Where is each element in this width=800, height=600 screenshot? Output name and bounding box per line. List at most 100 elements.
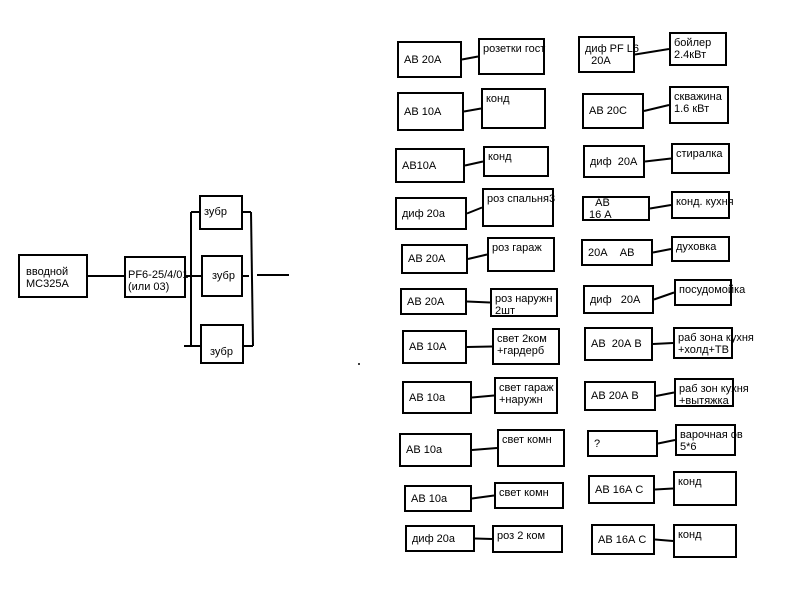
load-circuit: стиралка: [671, 143, 730, 174]
load-circuit-label: свет 2ком +гардерб: [497, 333, 547, 357]
rcd-label: PF6-25/4/01 (или 03): [128, 269, 189, 293]
circuit-breaker: АВ 20С: [582, 93, 644, 129]
load-circuit: свет 2ком +гардерб: [492, 328, 560, 365]
connection-line: [643, 104, 670, 112]
load-circuit: скважина 1.6 кВт: [669, 86, 729, 124]
load-circuit-label: духовка: [676, 241, 717, 253]
connection-line: [657, 439, 676, 445]
circuit-breaker-label: ?: [594, 437, 601, 450]
connection-line: [466, 345, 493, 348]
circuit-breaker-label: АВ10А: [402, 159, 437, 172]
load-circuit-label: скважина 1.6 кВт: [674, 91, 722, 115]
circuit-breaker: АВ10А: [395, 148, 465, 183]
connection-line: [655, 391, 675, 397]
voltage-relay-label: зубр: [210, 346, 233, 358]
load-circuit-label: роз наружн 2шт: [495, 293, 553, 317]
load-circuit: раб зона кухня +холд+ТВ: [673, 327, 754, 359]
circuit-breaker: диф 20а: [405, 525, 475, 552]
load-circuit: роз спальня3: [482, 188, 556, 227]
load-circuit-label: конд: [488, 151, 512, 163]
circuit-breaker-label: АВ 10а: [409, 391, 446, 404]
load-circuit: свет комн: [494, 482, 564, 509]
load-circuit: раб зон кухня +вытяжка: [674, 378, 749, 407]
load-circuit: свет комн: [497, 429, 565, 467]
load-circuit: конд: [483, 146, 549, 177]
connection-line: [652, 342, 674, 345]
load-circuit-label: посудомойка: [679, 284, 746, 296]
circuit-breaker-label: АВ 20А: [404, 53, 442, 66]
circuit-breaker-label: АВ 20С: [589, 105, 627, 117]
connection-line: [464, 160, 484, 167]
load-circuit: варочная ов 5*6: [675, 424, 743, 456]
circuit-breaker-label: АВ 20А: [408, 253, 446, 265]
load-circuit: роз 2 ком: [492, 525, 563, 553]
circuit-breaker: диф PF L6 20А: [578, 36, 639, 73]
load-circuit: конд: [673, 471, 737, 506]
load-circuit-label: конд: [678, 529, 702, 541]
circuit-breaker-label: АВ 10А: [404, 105, 442, 118]
circuit-breaker-label: АВ 16А С: [598, 533, 647, 546]
load-circuit: роз гараж: [487, 237, 555, 272]
load-circuit: конд: [481, 88, 546, 129]
circuit-breaker-label: диф 20А: [590, 293, 641, 306]
circuit-breaker: АВ 20А: [400, 288, 467, 315]
circuit-breaker-label: АВ 10а: [406, 444, 443, 456]
voltage-relay-label: зубр: [212, 270, 235, 282]
circuit-breaker: АВ 20А: [401, 244, 468, 274]
connection-line: [474, 537, 493, 540]
load-circuit-label: роз гараж: [492, 242, 542, 254]
circuit-breaker: АВ 10А: [402, 330, 467, 364]
load-circuit-label: конд: [678, 476, 702, 488]
circuit-breaker: АВ 10а: [402, 381, 472, 414]
load-circuit: конд. кухня: [671, 191, 734, 219]
load-circuit-label: раб зон кухня +вытяжка: [679, 383, 749, 407]
load-circuit-label: конд: [486, 93, 510, 105]
circuit-breaker: АВ 10А: [397, 92, 464, 131]
circuit-breaker-label: АВ 20А: [407, 295, 445, 308]
circuit-breaker: АВ 10а: [404, 485, 472, 512]
load-circuit-label: конд. кухня: [676, 196, 734, 208]
circuit-breaker: диф 20А: [583, 145, 645, 178]
load-circuit: посудомойка: [674, 279, 745, 306]
connection-line: [644, 157, 672, 163]
circuit-breaker-label: диф PF L6 20А: [585, 42, 640, 67]
load-circuit-label: свет гараж +наружн: [499, 382, 554, 406]
circuit-breaker: АВ 10а: [399, 433, 472, 467]
connection-line: [466, 206, 483, 215]
load-circuit: бойлер 2.4кВт: [669, 32, 727, 66]
load-circuit-label: роз 2 ком: [497, 530, 546, 542]
load-circuit: роз наружн 2шт: [490, 288, 558, 317]
circuit-breaker-label: АВ 16 А: [589, 196, 612, 221]
circuit-breaker: диф 20а: [395, 197, 467, 230]
circuit-breaker-label: диф 20а: [412, 532, 456, 545]
circuit-breaker: АВ 16А С: [588, 475, 655, 504]
circuit-breaker-label: АВ 10а: [411, 492, 448, 505]
circuit-breaker-label: диф 20а: [402, 207, 446, 220]
voltage-relay-3: зубр: [200, 324, 244, 364]
load-circuit-label: варочная ов 5*6: [680, 429, 743, 453]
circuit-breaker: диф 20А: [583, 285, 654, 314]
circuit-breaker: АВ 20А В: [584, 381, 656, 411]
connection-line: [463, 107, 482, 113]
load-circuit-label: розетки гост: [483, 43, 546, 55]
load-circuit-label: стиралка: [676, 148, 723, 160]
load-circuit-label: роз спальня3: [487, 193, 556, 205]
connection-line: [471, 394, 495, 399]
connection-line: [653, 291, 675, 301]
circuit-breaker: ?: [587, 430, 658, 457]
connection-line: [654, 487, 674, 491]
rcd-device: PF6-25/4/01 (или 03): [124, 256, 189, 298]
main-input-label: вводной МС325А: [26, 266, 69, 290]
connection-line: [467, 253, 488, 260]
circuit-breaker-label: АВ 20А В: [591, 338, 642, 350]
voltage-relay-2: зубр: [201, 255, 243, 297]
circuit-breaker: АВ 20А: [397, 41, 462, 78]
circuit-breaker: АВ 16 А: [582, 196, 650, 221]
main-input-breaker: вводной МС325А: [18, 254, 88, 298]
load-circuit: конд: [673, 524, 737, 558]
connection-line: [471, 494, 495, 500]
connection-line: [649, 204, 672, 210]
load-circuit: духовка: [671, 236, 730, 262]
circuit-breaker-label: АВ 16А С: [595, 483, 644, 496]
